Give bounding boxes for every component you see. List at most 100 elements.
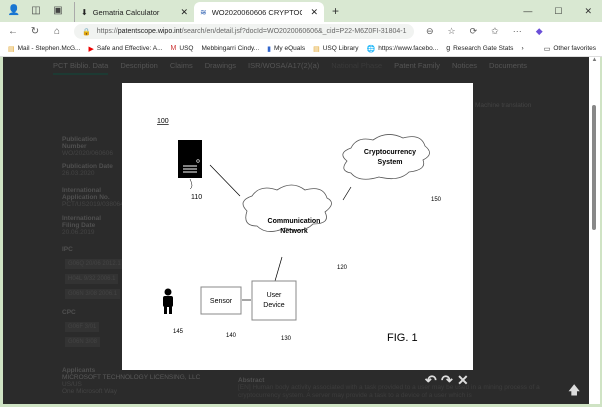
url-host: patentscope.wipo.int [117,28,182,35]
minimize-icon[interactable]: — [523,5,533,16]
network-cloud [242,184,332,232]
field-label: CPC [62,309,76,316]
home-icon[interactable]: ⌂ [53,26,61,37]
field-label: Publication Number [62,136,98,150]
url-path: /search/en/detail.jsf?docId=WO2020060606… [181,28,407,35]
bookmark-label: Mail - Stephen.McG... [17,45,81,52]
favorites-icon[interactable]: ✩ [491,26,499,36]
tab-patent[interactable]: ≋ WO2020060606 CRYPTOCURRENCY ✕ [194,2,324,22]
machine-translation-dropdown[interactable]: Machine translation [475,102,532,109]
more-bookmarks-icon[interactable]: › [521,45,524,52]
address-bar-row: ← ↻ ⌂ 🔒https://patentscope.wipo.int/sear… [0,22,602,41]
new-tab-button[interactable]: + [332,4,340,18]
gmail-icon: M [170,45,177,52]
tab-national-phase[interactable]: National Phase [331,61,383,70]
copilot-icon[interactable]: ◆ [535,26,543,36]
bookmark-usq-library[interactable]: ▤USQ Library [313,45,358,53]
tab-isr[interactable]: ISR/WOSA/A17(2)(a) [248,61,320,70]
url-input[interactable]: 🔒https://patentscope.wipo.int/search/en/… [74,24,414,39]
other-favorites[interactable]: ▭Other favorites [544,45,596,53]
rotate-right-icon[interactable]: ↷ [441,372,453,388]
bookmark-equals[interactable]: ▮My eQuals [267,45,305,53]
workspaces-icon[interactable]: ◫ [31,5,41,16]
scrollbar[interactable]: ▲ [589,57,600,404]
cpc-chip[interactable]: G06F 3/01 [65,322,100,332]
bookmark-label: Safe and Effective: A... [96,45,163,52]
field-label: International Application No. [62,187,110,201]
device-label: User [267,292,282,299]
ipc-chip[interactable]: H04L 9/32 2006.1 [65,274,119,284]
crypto-label: Cryptocurrency [364,149,416,156]
network-label: Network [280,228,308,235]
bookmarks-bar: ▤Mail - Stephen.McG... ▶Safe and Effecti… [0,41,602,57]
application-number: International Application No.PCT/US2019/… [62,187,124,208]
tab-documents[interactable]: Documents [489,61,527,70]
field-label: International Filing Date [62,215,102,229]
extensions-icon[interactable]: ⟳ [469,26,478,36]
wipo-icon: ≋ [200,7,207,17]
equals-icon: ▮ [267,45,272,53]
field-label: Applicants [62,367,96,374]
tab-actions-icon[interactable]: ▣ [53,5,63,16]
cpc-chip[interactable]: G06N 3/08 [65,337,101,347]
tab-drawings[interactable]: Drawings [204,61,237,70]
scroll-thumb[interactable] [592,105,596,230]
scroll-up-icon[interactable]: ▲ [591,57,598,63]
tab-description[interactable]: Description [120,61,158,70]
close-window-icon[interactable]: ✕ [584,5,592,16]
back-icon[interactable]: ← [8,26,18,37]
figure-caption: FIG. 1 [387,332,418,344]
network-crypto-arrow [342,186,352,201]
field-label: IPC [62,246,73,253]
field-value: PCT/US2019/038064 [62,201,124,208]
profile-icon[interactable]: 👤 [7,5,21,16]
folder-icon: ▤ [313,45,320,53]
tab-biblio[interactable]: PCT Biblio. Data [53,61,109,75]
rotate-left-icon[interactable]: ↶ [425,372,437,388]
maximize-icon[interactable]: ☐ [554,5,563,16]
ipc-chip[interactable]: G06N 3/08 2006.1 [65,289,121,299]
sensor-number: 140 [226,333,237,339]
user-number: 145 [173,329,184,335]
field-value: 20.06.2019 [62,229,95,236]
ipc-chip[interactable]: G06Q 20/06 2012.1 [65,259,124,269]
abstract: Abstract[EN] Human body activity associa… [238,377,583,400]
close-tab-icon[interactable]: ✕ [180,6,188,17]
field-label: Abstract [238,377,265,384]
favorite-star-icon[interactable]: ☆ [447,26,456,36]
tab-label: Gematria Calculator [92,7,160,17]
device-network-arrow [274,256,283,282]
bookmark-mail[interactable]: ▤Mail - Stephen.McG... [8,45,80,53]
tab-claims[interactable]: Claims [169,61,193,70]
server-icon [178,140,202,178]
ipc-label: IPC [62,246,73,253]
tab-gematria[interactable]: ⬇Gematria Calculator✕ [74,2,194,22]
bookmark-label: Research Gate Stats [453,45,514,52]
close-viewer-icon[interactable]: ✕ [457,372,469,388]
server-label: 110 [191,194,202,201]
folder-icon: ▤ [8,45,15,53]
more-icon[interactable]: ··· [512,26,522,36]
tab-label: WO2020060606 CRYPTOCURRENCY [211,7,302,17]
close-tab-icon[interactable]: ✕ [310,6,318,17]
field-value: WO/2020/060606 [62,150,113,157]
reader-icon[interactable]: ⊖ [426,26,434,36]
refresh-icon[interactable]: ↻ [30,26,40,37]
scroll-to-top-icon[interactable]: 🡅 [568,383,581,397]
tab-notices[interactable]: Notices [452,61,478,70]
abstract-text: [EN] Human body activity associated with… [238,384,540,399]
sensor-label: Sensor [210,298,233,305]
bookmark-youtube[interactable]: ▶Safe and Effective: A... [88,45,162,53]
user-device-box [251,280,297,321]
device-label: Device [263,302,285,309]
bookmark-mebbingarri[interactable]: Mebbingarri Cindy... [201,45,259,52]
bookmark-label: USQ [179,45,194,52]
cpc-label: CPC [62,309,76,316]
page-tabs: PCT Biblio. Data Description Claims Draw… [53,61,527,75]
bookmark-facebook[interactable]: 🌐https://www.facebo... [366,45,438,53]
tab-patent-family[interactable]: Patent Family [394,61,441,70]
